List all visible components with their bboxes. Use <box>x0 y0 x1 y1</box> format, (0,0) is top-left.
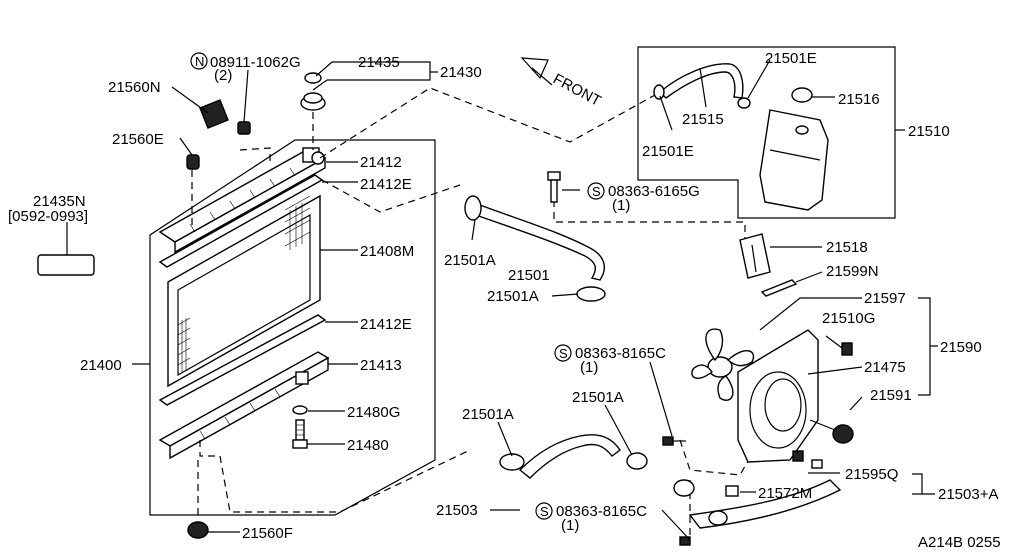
label-21510: 21510 <box>908 123 950 140</box>
label-21501e-bot: 21501E <box>642 143 694 160</box>
clip-21599n <box>760 279 798 297</box>
front-arrow-icon <box>520 57 553 86</box>
lower-hose-21503 <box>499 434 648 479</box>
reservoir-hose-21515 <box>653 63 751 109</box>
radiator-frame <box>149 139 436 516</box>
svg-text:S: S <box>540 504 549 519</box>
label-21518: 21518 <box>826 239 868 256</box>
label-0592-0993: [0592-0993] <box>8 208 88 225</box>
reservoir-tank-21510 <box>759 87 829 211</box>
label-21510g: 21510G <box>822 310 875 327</box>
label-21501a-1: 21501A <box>444 252 496 269</box>
label-21560f: 21560F <box>242 525 293 542</box>
label-21412: 21412 <box>360 154 402 171</box>
label-21560n: 21560N <box>108 79 161 96</box>
label-21408m: 21408M <box>360 243 414 260</box>
gasket-lower <box>158 314 327 406</box>
label-21515: 21515 <box>682 111 724 128</box>
radiator-upper-tank <box>158 147 327 254</box>
bracket-21518 <box>739 233 771 279</box>
label-21412e-top: 21412E <box>360 176 412 193</box>
label-21599n: 21599N <box>826 263 879 280</box>
s-symbol-icon-6165: S <box>587 182 605 200</box>
reservoir-box <box>637 46 896 219</box>
label-21501e-top: 21501E <box>765 50 817 67</box>
label-08363-6165g: 08363-6165G <box>608 183 700 200</box>
label-21435: 21435 <box>358 54 400 71</box>
lower-hose-21503a <box>673 479 842 529</box>
label-leaders <box>66 59 938 541</box>
radiator-cap-21430 <box>300 92 326 111</box>
shroud-21475 <box>737 329 819 463</box>
sensor-21595q <box>792 450 823 469</box>
label-21597: 21597 <box>864 290 906 307</box>
bracket-21560n <box>199 99 229 129</box>
label-21560e: 21560E <box>112 131 164 148</box>
label-21591: 21591 <box>870 387 912 404</box>
motor-21591 <box>809 419 854 444</box>
svg-text:S: S <box>592 184 601 199</box>
label-21501a-2: 21501A <box>487 288 539 305</box>
s-symbol-icon-8165a: S <box>554 344 572 362</box>
fan-21597 <box>691 328 755 401</box>
label-21503a: 21503+A <box>938 486 998 503</box>
label-21516: 21516 <box>838 91 880 108</box>
clip-21572m <box>725 485 739 497</box>
front-label: FRONT <box>550 71 604 110</box>
label-21475: 21475 <box>864 359 906 376</box>
upper-hose-21501 <box>464 195 606 302</box>
label-21501: 21501 <box>508 267 550 284</box>
label-21400: 21400 <box>80 357 122 374</box>
label-08363-8165c-b-qty: (1) <box>561 517 579 534</box>
label-08911-qty: (2) <box>214 67 232 84</box>
radiator-lower-tank <box>158 351 330 460</box>
bolt-08363-6165g <box>547 171 561 203</box>
label-21501a-3: 21501A <box>572 389 624 406</box>
mount-rubber-21560e <box>186 154 200 170</box>
nut-08911 <box>237 121 251 135</box>
radiator-core <box>167 194 321 388</box>
label-21430: 21430 <box>440 64 482 81</box>
label-21572m: 21572M <box>758 485 812 502</box>
s-symbol-icon-8165b: S <box>535 502 553 520</box>
label-21412e-mid: 21412E <box>360 316 412 333</box>
label-plate-21435n <box>37 254 95 276</box>
label-21595q: 21595Q <box>845 466 898 483</box>
mount-rubber-21560f <box>187 521 209 539</box>
label-21590: 21590 <box>940 339 982 356</box>
diagram-code: A214B 0255 <box>918 534 1001 551</box>
svg-text:S: S <box>559 346 568 361</box>
n-symbol-icon: N <box>190 52 208 70</box>
drain-plug-21480 <box>292 419 308 449</box>
label-21480: 21480 <box>347 437 389 454</box>
label-21503: 21503 <box>436 502 478 519</box>
label-08363-8165c-a-qty: (1) <box>580 359 598 376</box>
washer-21480g <box>292 405 308 415</box>
label-08363-6165g-qty: (1) <box>612 197 630 214</box>
label-08363-8165c-b: 08363-8165C <box>556 503 647 520</box>
label-21480g: 21480G <box>347 404 400 421</box>
label-08911: 08911-1062G <box>210 54 301 71</box>
bolt-08363-8165c-upper <box>662 436 686 446</box>
bolt-08363-8165c-lower <box>679 536 691 546</box>
label-21501a-4: 21501A <box>462 406 514 423</box>
label-21435n: 21435N <box>33 193 86 210</box>
label-21413: 21413 <box>360 357 402 374</box>
screw-21510g <box>825 335 853 356</box>
label-08363-8165c-a: 08363-8165C <box>575 345 666 362</box>
svg-text:N: N <box>195 54 204 69</box>
